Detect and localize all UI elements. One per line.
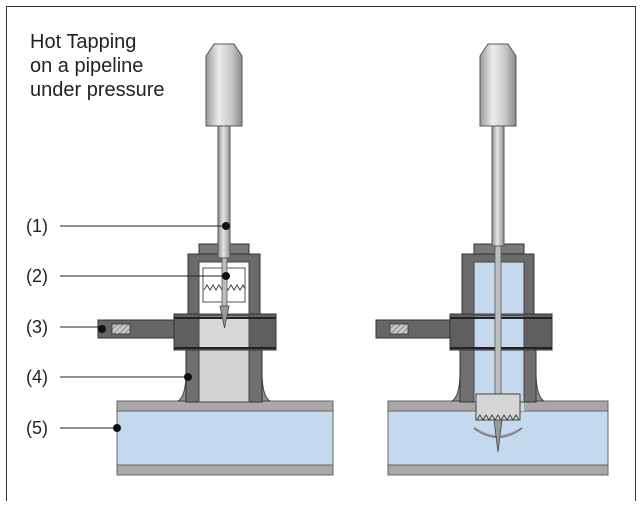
callout-4: (4): [26, 367, 192, 387]
pipe-left: [116, 400, 334, 476]
valve-right: [375, 313, 553, 351]
callout-dot-4: [184, 373, 192, 381]
assembly-during-tapping: [375, 43, 609, 476]
valve-left: [97, 313, 277, 351]
callout-label-4: (4): [26, 367, 48, 387]
drive-head-right: [479, 43, 517, 127]
drive-head-left: [205, 43, 243, 127]
callout-2: (2): [26, 266, 230, 286]
callout-dot-5: [113, 424, 121, 432]
callout-5: (5): [26, 418, 121, 438]
callout-label-3: (3): [26, 317, 48, 337]
callout-label-2: (2): [26, 266, 48, 286]
callout-dot-2: [222, 272, 230, 280]
drill-shaft-right: [491, 125, 505, 395]
callout-dot-1: [222, 222, 230, 230]
callout-label-1: (1): [26, 216, 48, 236]
figure-title: Hot Tapping on a pipeline under pressure: [30, 31, 165, 101]
callout-1: (1): [26, 216, 230, 236]
hole-saw-cutter: [473, 393, 523, 453]
callout-dot-3: [98, 325, 106, 333]
callout-3: (3): [26, 317, 106, 337]
callout-label-5: (5): [26, 418, 48, 438]
assembly-before-tapping: [97, 43, 334, 476]
